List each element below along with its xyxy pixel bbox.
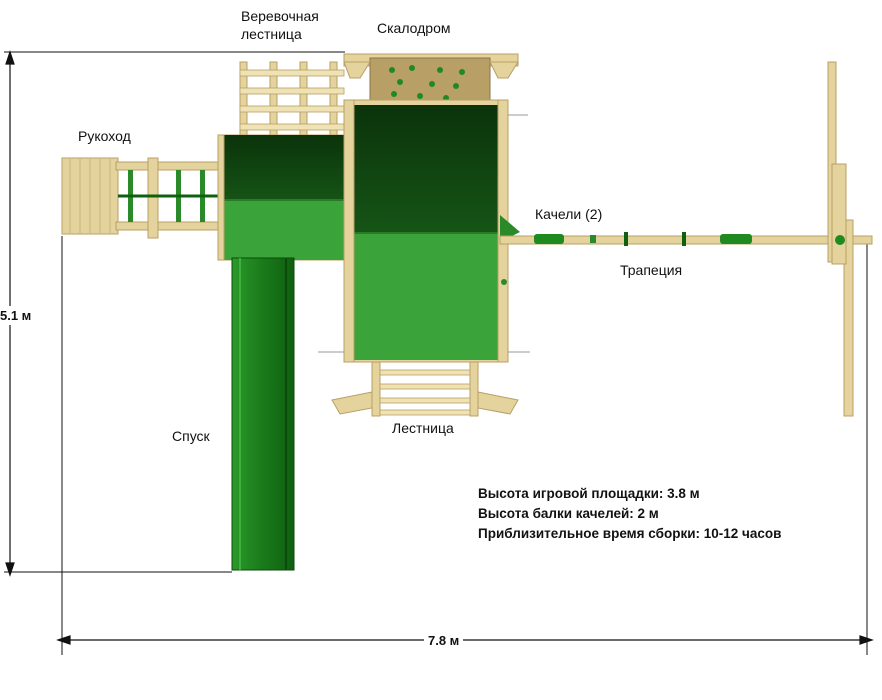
width-dimension-line [56, 236, 874, 655]
swing-beam [499, 232, 873, 246]
ladder-label: Лестница [392, 420, 454, 436]
trapeze-label: Трапеция [620, 262, 683, 278]
ladder [331, 361, 519, 417]
swings-label: Качели (2) [535, 206, 603, 222]
slide-label: Спуск [172, 428, 210, 444]
monkey-bars-label: Рукоход [78, 128, 131, 144]
main-tower [318, 99, 530, 363]
slide-tower [217, 134, 349, 261]
rope-ladder-label-line1: Веревочная [241, 8, 319, 24]
height-dimension-label: 5.1 м [0, 306, 32, 325]
rope-ladder-label-line2: лестница [241, 26, 302, 42]
spec-platform-height: Высота игровой площадки: 3.8 м [478, 486, 700, 501]
spec-swing-beam-height: Высота балки качелей: 2 м [478, 506, 659, 521]
climbing-wall-label: Скалодром [377, 20, 451, 36]
slide [231, 257, 295, 571]
monkey-bars [61, 157, 223, 239]
rope-ladder [239, 61, 345, 139]
width-dimension-label: 7.8 м [424, 633, 464, 648]
spec-assembly-time: Приблизительное время сборки: 10-12 часо… [478, 526, 782, 541]
swing-a-frame [827, 61, 854, 417]
